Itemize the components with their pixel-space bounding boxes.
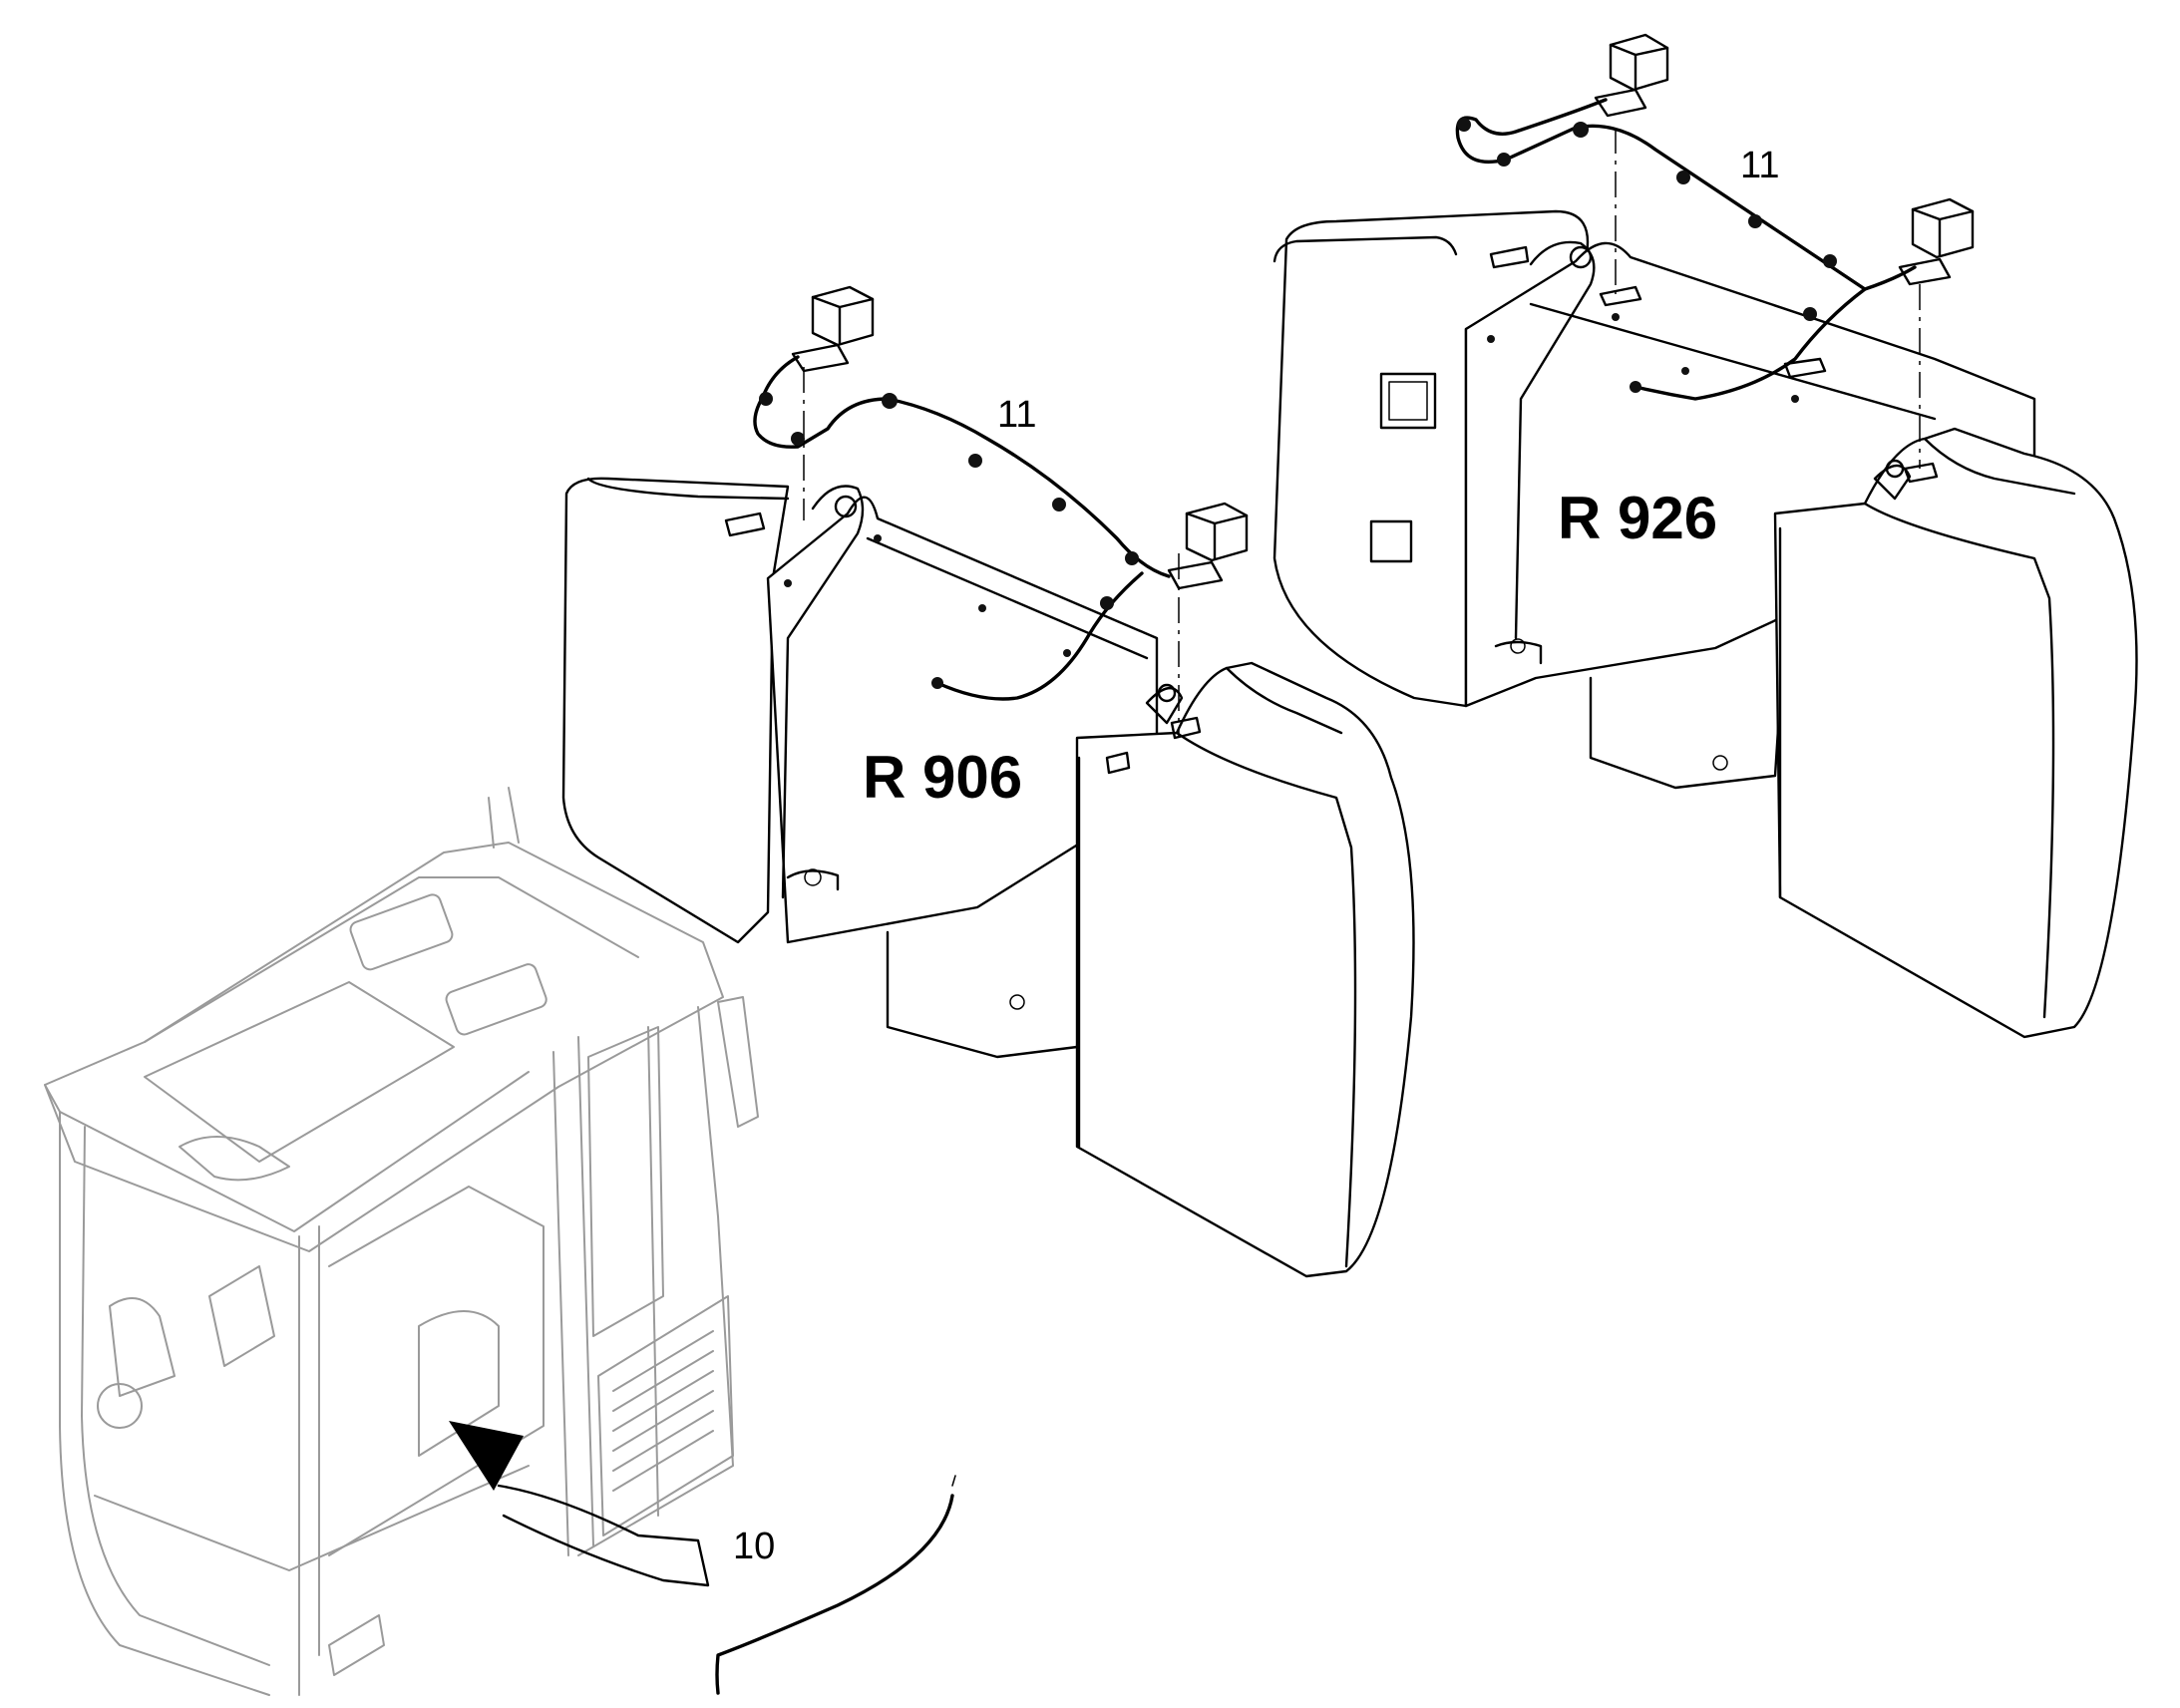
model-label-r926: R 926 [1558, 485, 1717, 551]
cable-10 [715, 1475, 956, 1695]
harness-r926 [1455, 33, 1975, 469]
pointer-arrow [449, 1421, 710, 1587]
counterweight-r926 [1272, 209, 2138, 1039]
operator-cab [44, 787, 759, 1696]
callout-11-r926: 11 [1740, 145, 1779, 186]
callout-10: 10 [733, 1526, 775, 1567]
callout-11-r906: 11 [997, 394, 1036, 436]
harness-r906 [753, 285, 1249, 738]
model-label-r906: R 906 [863, 744, 1022, 811]
counterweight-r906 [561, 477, 1415, 1278]
